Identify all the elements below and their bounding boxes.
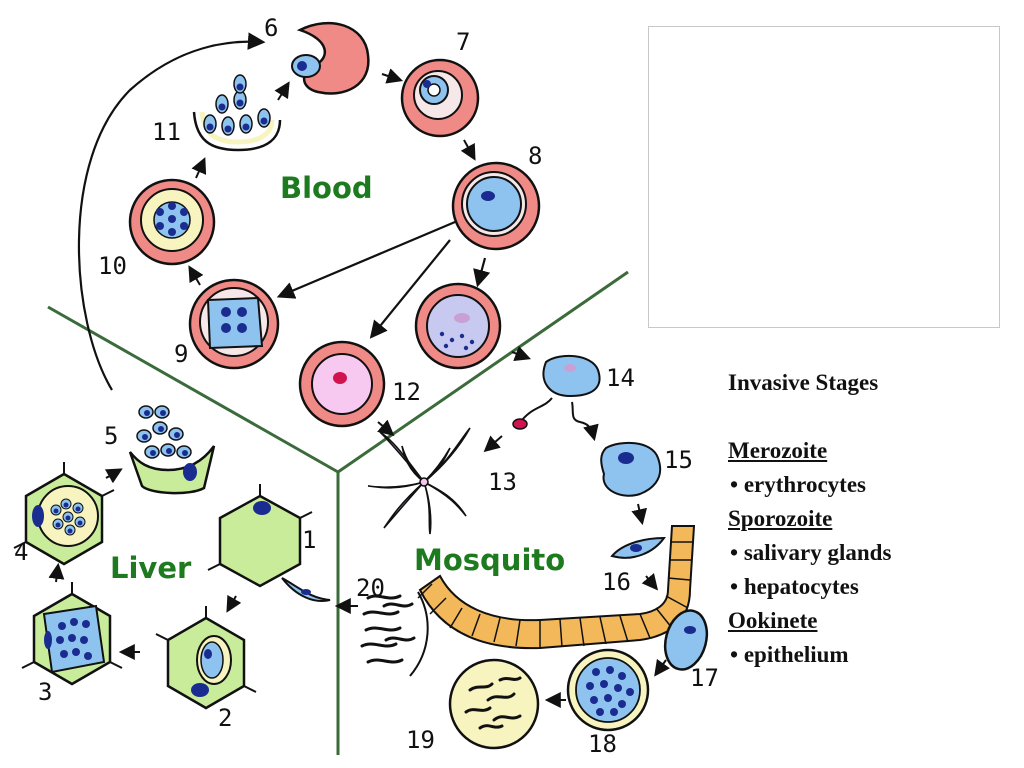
arrow-16-to-17 [641,573,659,591]
sporozoite-entering-liver [281,577,331,602]
stage-number-19: 19 [406,726,435,754]
stage-number-14: 14 [606,364,635,392]
stage-10-mature-schizont [128,178,216,266]
arrow-12-to-13 [377,419,395,437]
legend-heading: Invasive Stages [728,370,879,395]
legend-group-merozoite: Merozoite [728,438,828,463]
arrow-9-to-10 [188,265,204,286]
stage-number-20: 20 [356,574,385,602]
legend-group-ookinete: Ookinete [728,608,818,633]
stage-7-ring [400,58,480,138]
arrow-3-to-4 [48,562,65,583]
arrow-7-to-8 [460,139,476,161]
stage-number-9: 9 [174,340,188,368]
stage-6-merozoite-invasion [291,21,370,95]
fertilization-microgamete [512,397,599,442]
stage-19-mature-oocyst [448,658,540,750]
invasive-stages-legend: Invasive Stages Merozoite • erythrocytes… [728,366,891,672]
legend-item: • hepatocytes [730,574,859,599]
stage-2-liver-trophozoite [155,606,257,710]
arrow-13-to-zygote [483,435,503,453]
stage-number-11: 11 [152,118,181,146]
stage-number-6: 6 [264,14,278,42]
stage-number-12: 12 [392,378,421,406]
arrow-11-to-6 [274,81,290,101]
stage-number-1: 1 [302,526,316,554]
arrow-4-to-5 [104,468,123,484]
arrow-8-to-gametocyte [473,257,491,288]
stage-number-5: 5 [104,422,118,450]
region-label-liver: Liver [110,551,192,585]
stage-number-18: 18 [588,730,617,758]
stage-4-mature-liver-schizont [13,462,115,566]
arrow-15-to-16 [631,503,648,526]
stage-17-early-oocyst [663,609,709,671]
stage-1-hepatocyte-infection [207,484,313,588]
region-label-mosquito: Mosquito [414,543,565,577]
stage-number-13: 13 [488,468,517,496]
legend-item: • erythrocytes [730,472,866,497]
stage-5-merozoite-release-liver [128,405,216,495]
stage-number-17: 17 [690,664,719,692]
stage-20-sporozoites-salivary [360,591,429,677]
stage-8-trophozoite [451,161,541,251]
stage-3-liver-schizont [21,582,123,686]
arrow-gametocyte-to-14 [511,346,531,361]
stage-15-ookinete [600,441,661,497]
region-label-blood: Blood [280,171,373,205]
stage-number-15: 15 [664,446,693,474]
arrow-1-to-2 [226,594,242,613]
stage-number-8: 8 [528,142,542,170]
legend-group-sporozoite: Sporozoite [728,506,833,531]
stage-11-merozoite-release [192,74,282,152]
stage-number-3: 3 [38,678,52,706]
stage-16-ookinete-crossing [610,536,666,559]
stage-number-7: 7 [456,28,470,56]
stage-13-exflagellation [367,427,471,535]
stage-gametocyte-male [414,282,502,370]
legend-item: • salivary glands [730,540,892,565]
arrow-6-to-7 [381,68,404,84]
stage-9-schizont [188,278,280,370]
legend-item: • epithelium [730,642,849,667]
stage-number-10: 10 [98,252,127,280]
stage-number-2: 2 [218,704,232,732]
arrow-8-to-12 [369,239,451,339]
stage-18-oocyst [566,648,650,732]
arrow-8-to-9 [276,220,456,299]
arrow-17-to-18 [654,658,670,677]
stage-12-gametocyte-female [298,340,386,428]
arrow-10-to-11 [191,157,207,179]
stage-number-16: 16 [602,568,631,596]
stage-14-zygote [542,354,601,398]
midgut-epithelium [417,525,696,650]
blank-image-placeholder [648,26,1000,328]
arrow-5-to-6 [77,32,266,391]
stage-number-4: 4 [14,538,28,566]
